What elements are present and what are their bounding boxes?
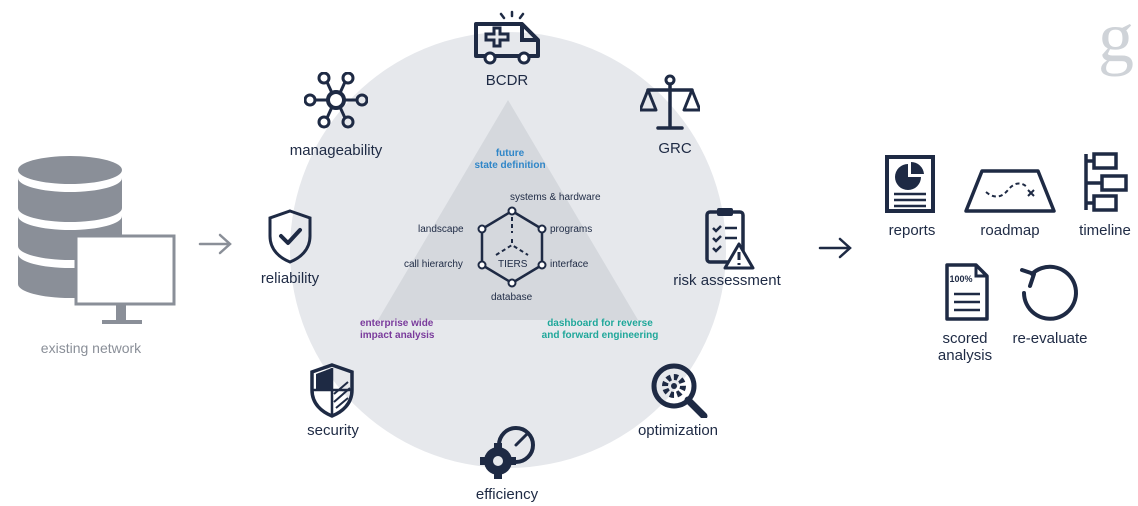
clipboard-warning-icon xyxy=(705,208,755,270)
gear-magnifier-icon xyxy=(651,363,708,418)
arrow-right-icon xyxy=(198,233,232,255)
report-document-icon xyxy=(885,155,935,213)
ring-label-security: security xyxy=(307,422,359,439)
tiers-hexagon-diagram xyxy=(477,206,547,288)
node-label-call-hierarchy: call hierarchy xyxy=(404,259,463,270)
node-label-programs: programs xyxy=(550,224,593,235)
brand-logo-letter: g xyxy=(1098,0,1134,77)
database-monitor-icon xyxy=(18,156,176,324)
ring-label-grc: GRC xyxy=(658,140,692,157)
node-label-interface: interface xyxy=(550,259,589,270)
ring-label-efficiency: efficiency xyxy=(475,486,539,503)
shield-striped-icon xyxy=(310,363,354,418)
enterprise-impact-caption: enterprise wide impact analysis xyxy=(360,318,435,341)
node-call-hierarchy xyxy=(477,260,487,270)
output-label-re-evaluate: re-evaluate xyxy=(1012,330,1088,347)
tiers-hub-label: TIERS xyxy=(498,259,528,270)
ring-label-bcdr: BCDR xyxy=(485,72,529,89)
network-nodes-icon xyxy=(304,72,368,129)
scales-icon xyxy=(640,74,700,130)
output-label-reports: reports xyxy=(888,222,936,239)
ring-label-manageability: manageability xyxy=(289,142,383,159)
node-label-landscape: landscape xyxy=(418,224,464,235)
refresh-icon xyxy=(1020,264,1078,321)
timeline-icon xyxy=(1084,152,1128,212)
ambulance-icon xyxy=(474,10,540,65)
future-state-caption: future state definition xyxy=(474,148,546,171)
output-label-scored-analysis: scored analysis xyxy=(937,330,993,364)
node-landscape xyxy=(477,224,487,234)
node-programs xyxy=(537,224,547,234)
scored-badge-label: 100% xyxy=(949,274,973,284)
roadmap-icon xyxy=(964,169,1056,213)
output-label-timeline: timeline xyxy=(1079,222,1131,239)
shield-check-icon xyxy=(268,209,312,264)
existing-network-label: existing network xyxy=(40,340,142,356)
arrow-right-icon xyxy=(818,237,852,259)
scored-document-icon xyxy=(945,263,989,321)
ring-label-risk-assessment: risk assessment xyxy=(673,272,781,289)
node-database xyxy=(507,278,517,288)
output-label-roadmap: roadmap xyxy=(980,222,1040,239)
dashboard-engineering-caption: dashboard for reverse and forward engine… xyxy=(541,318,659,341)
node-label-systems: systems & hardware xyxy=(510,192,601,203)
node-label-database: database xyxy=(491,292,533,303)
ring-label-optimization: optimization xyxy=(637,422,719,439)
gear-gauge-icon xyxy=(480,426,535,479)
ring-label-reliability: reliability xyxy=(260,270,320,287)
node-interface xyxy=(537,260,547,270)
node-systems xyxy=(507,206,517,216)
